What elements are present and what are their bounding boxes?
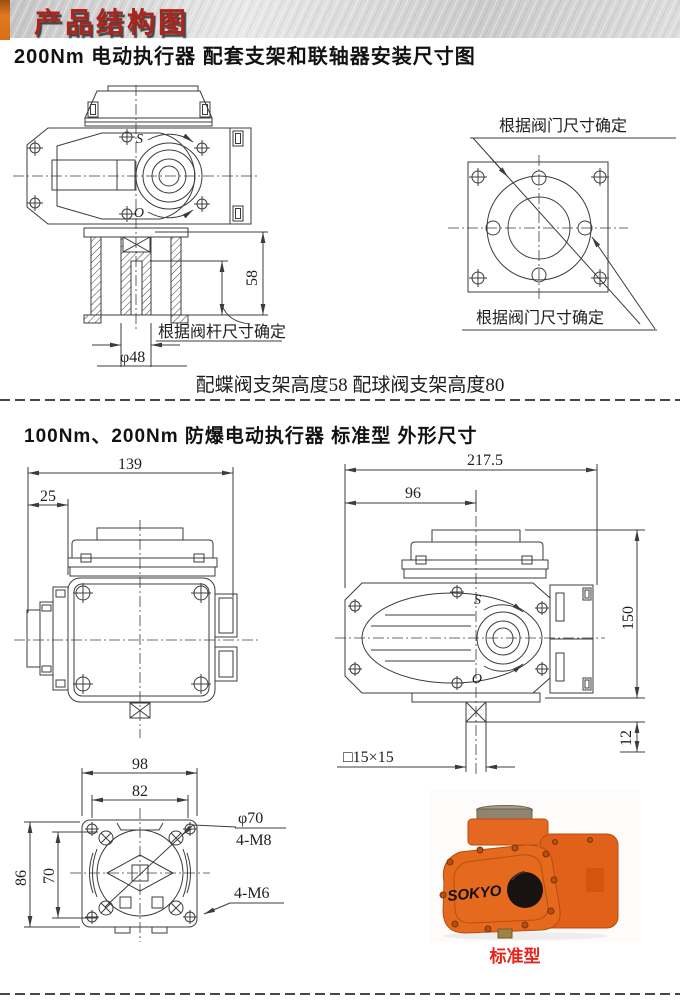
mount-thread-label: 4-M8 bbox=[236, 832, 272, 849]
front-view-geometry bbox=[26, 467, 238, 719]
dim-217-5: 217.5 bbox=[467, 452, 503, 469]
brand-logo: SOKYO bbox=[447, 882, 503, 905]
stem-note-label: 根据阀杆尺寸确定 bbox=[158, 323, 286, 341]
bolt-circle-label: φ70 bbox=[238, 810, 263, 827]
m8-holes bbox=[98, 830, 184, 916]
aux-thread-label: 4-M6 bbox=[234, 885, 270, 902]
dim-12: 12 bbox=[618, 730, 635, 746]
section-divider bbox=[0, 399, 680, 401]
valve-note-bottom: 根据阀门尺寸确定 bbox=[476, 309, 604, 327]
product-photo: SOKYO bbox=[430, 790, 640, 942]
dim-58: 58 bbox=[244, 270, 261, 286]
front-view-drawing: 139 25 bbox=[14, 456, 258, 738]
bottom-fitting bbox=[497, 928, 513, 939]
open-direction-label: O bbox=[134, 206, 144, 221]
open-direction-label-2: O bbox=[472, 672, 482, 687]
product-shadow bbox=[443, 932, 607, 940]
page-title: 产品结构图 bbox=[34, 7, 190, 38]
actuator-body bbox=[439, 805, 619, 939]
dim-phi48: φ48 bbox=[120, 349, 145, 366]
side-view-drawing: 217.5 96 S O 150 12 □15×15 bbox=[335, 452, 645, 775]
shut-direction-label: S bbox=[136, 132, 143, 147]
bottom-divider bbox=[0, 993, 680, 995]
section1-title: 200Nm 电动执行器 配套支架和联轴器安装尺寸图 bbox=[14, 46, 476, 68]
header-metallic-band bbox=[10, 0, 680, 38]
bolts bbox=[439, 837, 593, 933]
section2-title: 100Nm、200Nm 防爆电动执行器 标准型 外形尺寸 bbox=[24, 426, 478, 447]
valve-note-top: 根据阀门尺寸确定 bbox=[499, 117, 627, 135]
manual-knob bbox=[507, 872, 543, 908]
actuator-side-view-drawing: S O 58 根据阀杆尺寸确定 φ48 bbox=[13, 85, 286, 367]
dim-25: 25 bbox=[40, 488, 56, 505]
side-view2-geometry bbox=[337, 464, 645, 772]
shut-direction-label-2: S bbox=[474, 593, 481, 608]
product-caption: 标准型 bbox=[489, 947, 541, 966]
dim-139: 139 bbox=[118, 456, 142, 473]
page-header: 产品结构图 bbox=[0, 0, 680, 40]
flange-geometry bbox=[462, 137, 676, 331]
dim-70: 70 bbox=[41, 868, 58, 884]
bottom-view-geometry bbox=[24, 768, 286, 934]
dim-82: 82 bbox=[132, 783, 148, 800]
flange-corner-screws bbox=[469, 168, 609, 287]
flange-view-drawing: 根据阀门尺寸确定 根据阀门尺寸确定 bbox=[448, 117, 676, 331]
side-view-geometry bbox=[26, 85, 282, 367]
dim-86: 86 bbox=[13, 870, 30, 886]
dim-150: 150 bbox=[620, 606, 637, 630]
dim-96: 96 bbox=[405, 485, 421, 502]
bottom-view-drawing: 98 82 86 70 φ70 4-M8 4-M6 bbox=[13, 756, 286, 942]
header-accent-bar bbox=[0, 0, 10, 40]
shaft-size-label: □15×15 bbox=[343, 749, 394, 766]
side-body-screws bbox=[348, 585, 549, 690]
dim-98: 98 bbox=[132, 756, 148, 773]
body-screws bbox=[27, 129, 210, 222]
front-body-screws bbox=[73, 583, 211, 694]
section1-caption: 配蝶阀支架高度58 配球阀支架高度80 bbox=[195, 375, 505, 396]
